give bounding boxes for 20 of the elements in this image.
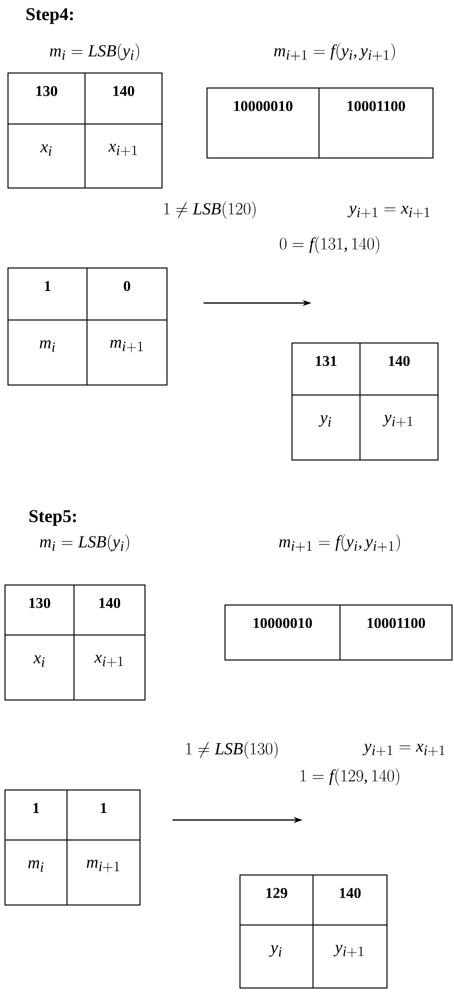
equation: $m_{i+1} = f(y_i , y_{i+1})$ [279, 534, 400, 552]
value-table: 1 1 $m_i$ $m_{i+1}$ [4, 790, 140, 906]
equation: $1 \neq LSB(120)$ [164, 201, 256, 219]
equation: $1 = f(129,140)$ [300, 768, 400, 786]
equation: $m_i = LSB(y_i)$ [50, 43, 140, 61]
value-table: 10000010 10001100 [224, 604, 452, 660]
equation: $m_{i+1} = f(y_i , y_{i+1})$ [274, 43, 395, 61]
equation: $y_{i+1} = x_{i+1}$ [362, 744, 444, 756]
equation: $1 \neq LSB(130)$ [186, 741, 278, 759]
value-table: 130 140 $x_i$ $x_{i+1}$ [4, 584, 146, 700]
value-table: 1 0 $m_i$ $m_{i+1}$ [8, 268, 168, 386]
value-table: 130 140 $x_i$ $x_{i+1}$ [8, 72, 162, 188]
value-table: 10000010 10001100 [206, 88, 434, 158]
step-heading: Step4: [26, 8, 73, 24]
value-table: 129 140 $y_i$ $y_{i+1}$ [240, 874, 388, 988]
step-heading: Step5: [29, 510, 76, 526]
equation: $0 = f(131,140)$ [280, 236, 380, 254]
value-table: 131 140 $y_i$ $y_{i+1}$ [292, 342, 438, 460]
equation: $y_{i+1} = x_{i+1}$ [348, 206, 430, 218]
equation: $m_i = LSB(y_i)$ [40, 534, 130, 552]
